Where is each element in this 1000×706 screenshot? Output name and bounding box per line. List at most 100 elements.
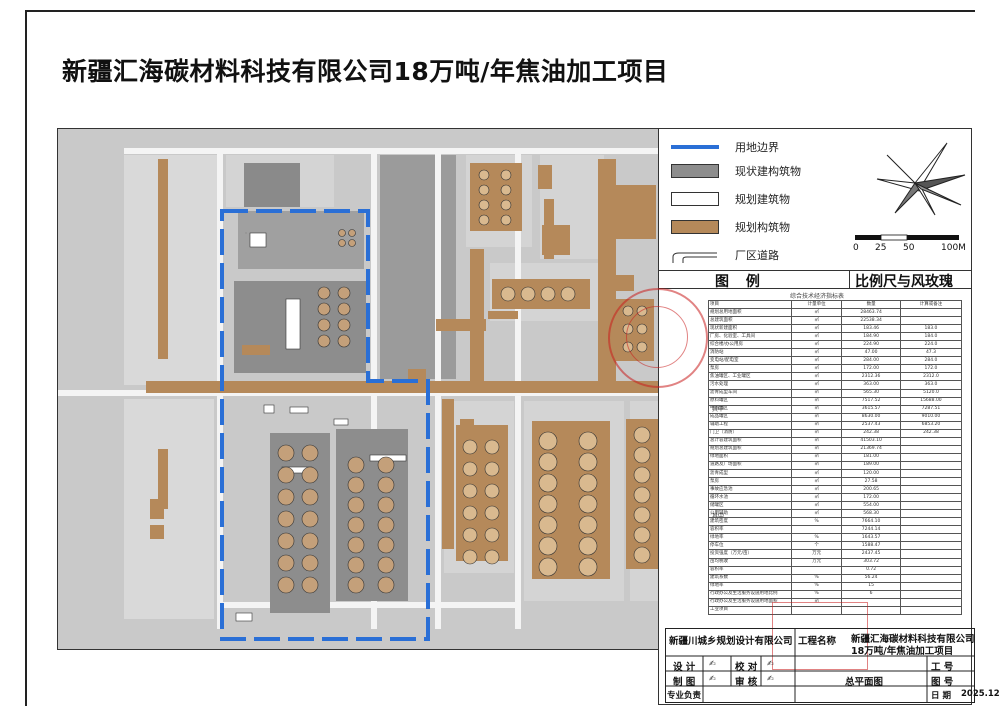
table-cell: ㎡ — [790, 509, 843, 519]
table-cell: 8630.00 — [841, 412, 901, 422]
storage-tank — [317, 286, 331, 300]
storage-tank — [301, 532, 319, 550]
table-cell — [899, 573, 963, 583]
table-cell: 1588.47 — [841, 541, 901, 551]
table-cell — [899, 485, 963, 495]
site-plan — [57, 128, 663, 650]
table-cell: 2537.43 — [841, 420, 901, 430]
table-cell: 道路及广场面积 — [708, 460, 792, 470]
review-label: 审 核 — [735, 677, 758, 688]
table-cell: 172.00 — [841, 364, 901, 374]
table-cell: 门卫（消防） — [708, 428, 792, 438]
legend-label: 厂区道路 — [735, 249, 779, 262]
table-cell: % — [790, 589, 843, 599]
storage-tank — [538, 452, 558, 472]
table-cell: % — [790, 581, 843, 591]
scale-tick: 0 — [853, 243, 859, 253]
storage-tank — [462, 439, 478, 455]
planned-tank-block — [470, 163, 522, 231]
table-cell: ㎡ — [790, 388, 843, 398]
table-cell: ㎡ — [790, 396, 843, 406]
table-cell: 284.0 — [899, 356, 963, 366]
table-cell: 计算或备注 — [899, 299, 963, 310]
storage-tank — [347, 496, 365, 514]
date-label: 日 期 — [931, 691, 951, 701]
table-cell: 亩均税收 — [708, 557, 792, 567]
table-cell: ㎡ — [790, 428, 843, 438]
planned-structure-swatch — [671, 220, 719, 234]
road-swatch — [672, 252, 717, 263]
table-cell: ㎡ — [790, 380, 843, 390]
planned-structure — [614, 275, 634, 291]
table-cell: 284.00 — [841, 356, 901, 366]
drawing-name: 总平面图 — [845, 677, 884, 688]
storage-tank — [578, 431, 598, 451]
storage-tank — [484, 549, 500, 565]
legend-panel: 用地边界 现状建构筑物 规划建筑物 规划构筑物 厂区道路 — [658, 128, 972, 705]
table-cell — [899, 501, 963, 511]
table-cell: 5120.0 — [899, 388, 963, 398]
table-header-row: 项目计量单位数量计算或备注 — [708, 299, 963, 310]
sheet-border-top — [25, 10, 975, 12]
storage-tank — [462, 527, 478, 543]
table-cell: 565.30 — [841, 388, 901, 398]
table-cell: 泵房 — [708, 477, 792, 487]
storage-tank — [377, 576, 395, 594]
storage-tank — [347, 456, 365, 474]
legend-label: 用地边界 — [735, 141, 779, 154]
storage-tank — [578, 494, 598, 514]
table-cell: 172.00 — [841, 493, 901, 503]
table-cell — [899, 589, 963, 599]
storage-tank — [277, 466, 295, 484]
table-cell — [899, 533, 963, 543]
table-title: 综合技术经济指标表 — [789, 293, 844, 300]
table-cell — [899, 308, 963, 318]
storage-tank — [538, 473, 558, 493]
table-cell: 2312.36 — [841, 372, 901, 382]
storage-tank — [484, 439, 500, 455]
table-cell: ㎡ — [790, 412, 843, 422]
table-cell: ㎡ — [790, 485, 843, 495]
scale-section-title: 比例尺与风玫瑰 — [855, 274, 953, 290]
table-cell: ㎡ — [790, 340, 843, 350]
table-cell: 2312.0 — [899, 372, 963, 382]
storage-tank — [277, 576, 295, 594]
legend-item-planned-building: 规划建筑物 — [671, 191, 790, 207]
table-cell: 224.90 — [841, 340, 901, 350]
table-cell: 3615.57 — [841, 404, 901, 414]
table-cell — [899, 460, 963, 470]
work-no-label: 工 号 — [931, 662, 954, 673]
storage-tank — [633, 506, 651, 524]
storage-tank — [578, 557, 598, 577]
table-row: 工业项目 — [708, 605, 963, 615]
table-cell: 183.0 — [899, 324, 963, 334]
official-seal-inner — [626, 306, 688, 368]
legend-item-road: 厂区道路 — [671, 245, 779, 265]
table-cell: 计量单位 — [790, 299, 843, 310]
signature: ✍ — [709, 674, 716, 683]
table-cell: 投资强度（万元/亩） — [708, 549, 792, 559]
storage-tank — [538, 557, 558, 577]
legend-item-existing: 现状建构筑物 — [671, 163, 801, 179]
storage-tank — [347, 536, 365, 554]
table-cell: 242.38 — [899, 428, 963, 438]
table-cell: 容积率 — [708, 525, 792, 535]
table-cell — [899, 565, 963, 575]
table-cell — [899, 468, 963, 479]
table-cell — [899, 436, 963, 446]
table-cell: ㎡ — [790, 477, 843, 487]
scale-tick: 100M — [941, 243, 966, 253]
table-row: 绿地率%15 — [708, 581, 963, 591]
